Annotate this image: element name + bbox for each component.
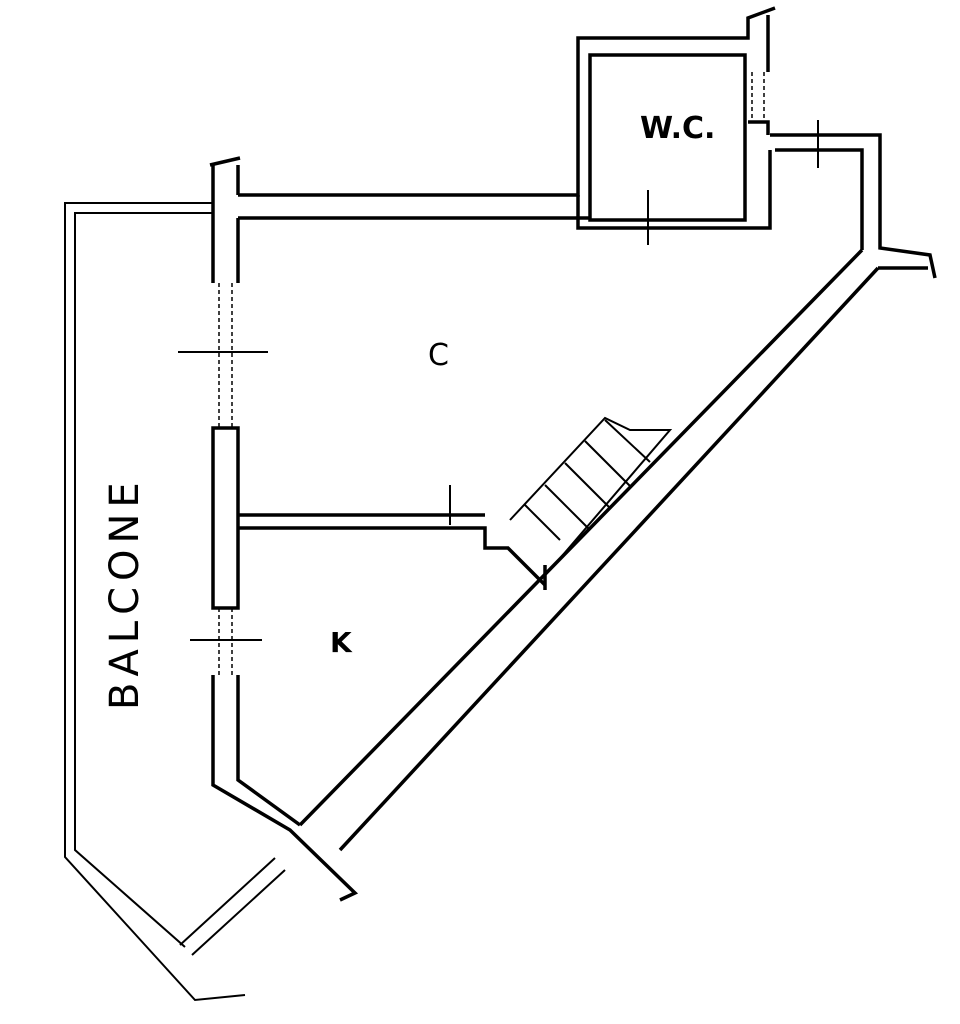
room-label-c: C [428, 338, 449, 373]
room-label-balcony: BALCONE [102, 476, 148, 710]
wc-room [576, 15, 772, 230]
corridor-walls [770, 133, 937, 279]
staircase [509, 416, 673, 571]
top-wall [238, 6, 776, 220]
partition-c-k [238, 513, 547, 590]
room-label-k: K [330, 626, 353, 659]
balcony-outline [64, 202, 286, 1002]
left-exterior-wall [209, 156, 359, 902]
diagonal-exterior-wall [298, 248, 880, 852]
window-marks [178, 120, 819, 641]
room-label-wc: W.C. [640, 111, 715, 146]
